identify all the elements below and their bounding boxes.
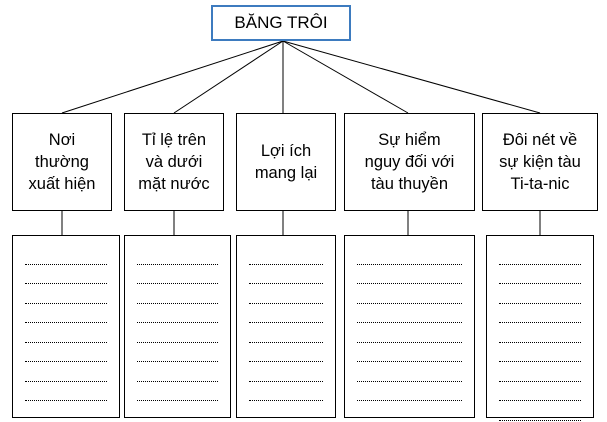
dotted-answer-line [137, 343, 218, 362]
answer-box-danger [344, 235, 475, 418]
dotted-answer-line [25, 245, 107, 265]
dotted-answer-line [357, 284, 462, 304]
heading-line: Sự hiểm [378, 131, 441, 149]
heading-text-benefits: Lợi ích mang lại [255, 140, 317, 184]
heading-line: tàu thuyền [370, 175, 449, 193]
dotted-answer-line [499, 382, 581, 401]
dotted-answer-line [25, 382, 107, 401]
dotted-answer-line [357, 362, 462, 382]
dotted-answer-line [357, 245, 462, 265]
dotted-answer-line [137, 382, 218, 401]
answer-box-ratio [124, 235, 231, 418]
heading-line: Nơi [48, 131, 76, 149]
dotted-answer-line [137, 362, 218, 382]
dotted-answer-line [137, 284, 218, 304]
dotted-answer-line [137, 245, 218, 265]
connector-title-to-col-1 [61, 40, 284, 114]
dotted-answer-line [499, 323, 581, 343]
dotted-answer-line [249, 323, 323, 343]
answer-box-benefits [236, 235, 336, 418]
heading-line: Lợi ích [260, 142, 312, 160]
dotted-answer-line [249, 362, 323, 382]
connector-title-to-col-5 [282, 40, 541, 114]
dotted-answer-line [249, 382, 323, 401]
heading-box-titanic: Đôi nét về sự kiện tàu Ti-ta-nic [482, 113, 598, 211]
dotted-answer-line [137, 304, 218, 323]
dotted-answer-line [137, 265, 218, 284]
answer-box-location [12, 235, 120, 418]
title-box: BĂNG TRÔI [211, 5, 351, 41]
answer-box-titanic [486, 235, 594, 421]
heading-line: Ti-ta-nic [510, 175, 570, 193]
heading-text-ratio: Tỉ lệ trên và dưới mặt nước [138, 129, 209, 195]
dotted-answer-line [25, 284, 107, 304]
dotted-answer-line [357, 343, 462, 362]
heading-line: sự kiện tàu [499, 153, 581, 171]
dotted-answer-line [25, 304, 107, 323]
dotted-answer-line [249, 245, 323, 265]
dotted-answer-line [249, 284, 323, 304]
dotted-answer-line [137, 323, 218, 343]
heading-line: nguy đối với [364, 153, 455, 171]
heading-text-location: Nơi thường xuất hiện [29, 129, 96, 195]
dotted-answer-line [249, 265, 323, 284]
heading-text-titanic: Đôi nét về sự kiện tàu Ti-ta-nic [499, 129, 581, 195]
heading-line: thường [35, 153, 89, 171]
dotted-answer-line [499, 265, 581, 284]
heading-line: Tỉ lệ trên [141, 131, 207, 149]
dotted-answer-line [249, 343, 323, 362]
dotted-answer-line [357, 304, 462, 323]
dotted-answer-line [499, 304, 581, 323]
heading-line: và dưới [145, 153, 203, 171]
dotted-answer-line [357, 265, 462, 284]
heading-box-danger: Sự hiểm nguy đối với tàu thuyền [344, 113, 475, 211]
heading-box-location: Nơi thường xuất hiện [12, 113, 112, 211]
dotted-answer-line [25, 362, 107, 382]
dotted-answer-line [499, 401, 581, 421]
heading-box-ratio: Tỉ lệ trên và dưới mặt nước [124, 113, 224, 211]
heading-line: mang lại [254, 164, 318, 182]
dotted-answer-line [499, 362, 581, 382]
title-text: BĂNG TRÔI [234, 13, 328, 32]
connector-title-to-col-4 [282, 40, 409, 114]
dotted-answer-line [25, 343, 107, 362]
heading-box-benefits: Lợi ích mang lại [236, 113, 336, 211]
dotted-answer-line [249, 304, 323, 323]
heading-line: Đôi nét về [502, 131, 578, 149]
dotted-answer-line [499, 245, 581, 265]
heading-line: mặt nước [138, 175, 210, 193]
heading-text-danger: Sự hiểm nguy đối với tàu thuyền [365, 129, 455, 195]
dotted-answer-line [357, 382, 462, 401]
connector-title-to-col-2 [173, 40, 284, 114]
dotted-answer-line [357, 323, 462, 343]
dotted-answer-line [499, 343, 581, 362]
dotted-answer-line [25, 265, 107, 284]
dotted-answer-line [499, 284, 581, 304]
heading-line: xuất hiện [28, 175, 96, 193]
dotted-answer-line [25, 323, 107, 343]
